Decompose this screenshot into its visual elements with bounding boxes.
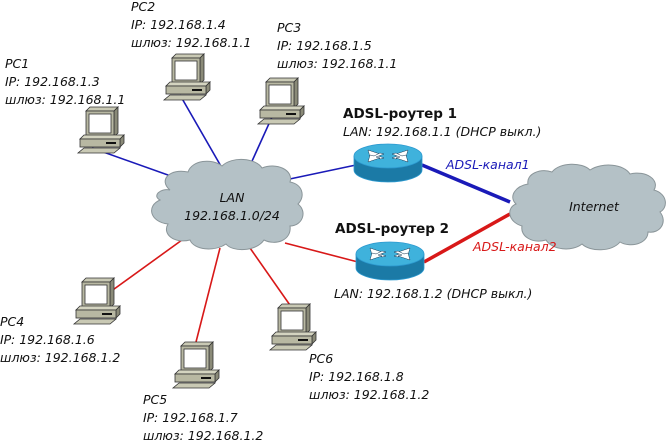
pc2-computer-icon [163, 53, 211, 101]
pc2-ip: IP: 192.168.1.4 [131, 17, 226, 32]
pc5-name: PC5 [143, 392, 168, 407]
adsl-channel-2 [423, 212, 511, 264]
router-1-lan: LAN: 192.168.1.1 (DHCP выкл.) [343, 124, 542, 139]
internet-cloud-label: Internet [569, 199, 619, 214]
link-pc5-lan [195, 247, 221, 343]
pc6-label: PC6 IP: 192.168.1.8 шлюз: 192.168.1.2 [309, 350, 429, 404]
pc2-label: PC2 IP: 192.168.1.4 шлюз: 192.168.1.1 [131, 0, 251, 52]
router-1-icon [353, 143, 423, 183]
router-2-title: ADSL-роутер 2 [335, 221, 450, 237]
link-pc4-lan [109, 239, 183, 293]
pc5-label: PC5 IP: 192.168.1.7 шлюз: 192.168.1.2 [143, 391, 263, 441]
pc5-gateway: шлюз: 192.168.1.2 [143, 428, 264, 441]
internet-cloud [509, 163, 666, 251]
link-router2-lan [284, 242, 359, 263]
pc4-ip: IP: 192.168.1.6 [0, 332, 95, 347]
pc6-gateway: шлюз: 192.168.1.2 [309, 387, 430, 402]
router-1-title: ADSL-роутер 1 [343, 106, 458, 122]
pc6-computer-icon [269, 303, 317, 351]
pc3-name: PC3 [277, 20, 302, 35]
adsl-channel-2-label: ADSL-канал2 [473, 239, 557, 254]
link-pc2-lan [179, 94, 223, 169]
pc5-computer-icon [172, 341, 220, 389]
pc1-computer-icon [77, 106, 125, 154]
pc3-gateway: шлюз: 192.168.1.1 [277, 56, 398, 71]
pc6-ip: IP: 192.168.1.8 [309, 369, 404, 384]
pc1-gateway: шлюз: 192.168.1.1 [5, 92, 126, 107]
pc3-label: PC3 IP: 192.168.1.5 шлюз: 192.168.1.1 [277, 19, 397, 73]
lan-cloud [151, 159, 304, 250]
pc1-label: PC1 IP: 192.168.1.3 шлюз: 192.168.1.1 [5, 55, 125, 109]
lan-cloud-label: LAN 192.168.1.0/24 [172, 189, 292, 225]
pc4-label: PC4 IP: 192.168.1.6 шлюз: 192.168.1.2 [0, 313, 120, 367]
pc4-name: PC4 [0, 314, 25, 329]
pc2-name: PC2 [131, 0, 156, 14]
pc6-name: PC6 [309, 351, 334, 366]
pc4-gateway: шлюз: 192.168.1.2 [0, 350, 121, 365]
pc1-name: PC1 [5, 56, 30, 71]
lan-cloud-subnet: 192.168.1.0/24 [184, 208, 280, 223]
router-2-lan: LAN: 192.168.1.2 (DHCP выкл.) [334, 286, 533, 301]
pc1-ip: IP: 192.168.1.3 [5, 74, 100, 89]
adsl-channel-1-label: ADSL-канал1 [446, 157, 530, 172]
link-router1-lan [284, 164, 357, 181]
pc2-gateway: шлюз: 192.168.1.1 [131, 35, 252, 50]
pc3-computer-icon [257, 77, 305, 125]
router-2-icon [355, 241, 425, 281]
lan-links [91, 94, 511, 343]
lan-cloud-name: LAN [219, 190, 245, 205]
pc5-ip: IP: 192.168.1.7 [143, 410, 238, 425]
link-pc6-lan [249, 247, 293, 309]
adsl-channel-1 [421, 163, 511, 204]
pc3-ip: IP: 192.168.1.5 [277, 38, 372, 53]
